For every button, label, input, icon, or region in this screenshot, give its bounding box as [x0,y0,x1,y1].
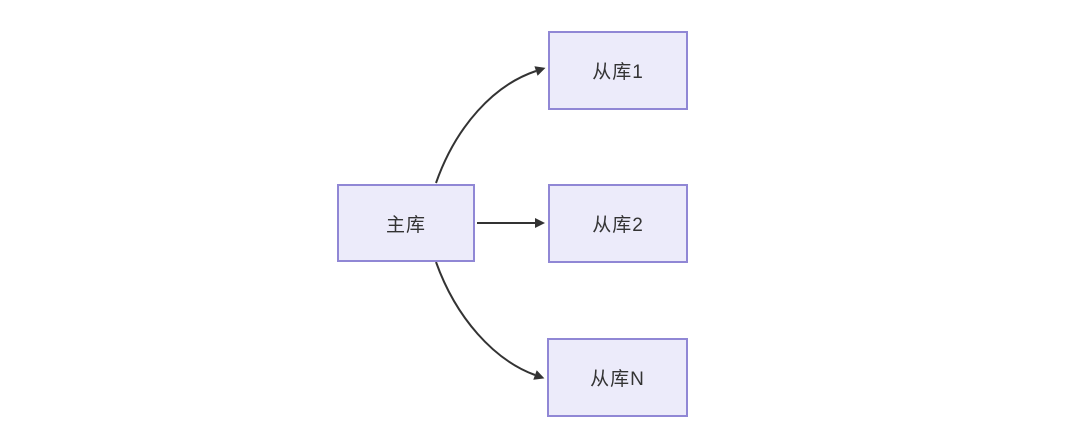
node-slave-db-2: 从库2 [548,184,688,263]
node-slave-db-1: 从库1 [548,31,688,110]
node-slave-db-2-label: 从库2 [592,215,644,236]
node-master-db-label: 主库 [385,214,426,236]
node-slave-db-n: 从库N [547,338,688,417]
node-slave-db-1-label: 从库1 [592,62,644,83]
edge-master-to-slave1-arrow [435,66,546,184]
node-master-db: 主库 [337,184,475,262]
edge-master-to-slaveN-arrow [435,261,545,380]
node-slave-db-n-label: 从库N [590,369,645,390]
